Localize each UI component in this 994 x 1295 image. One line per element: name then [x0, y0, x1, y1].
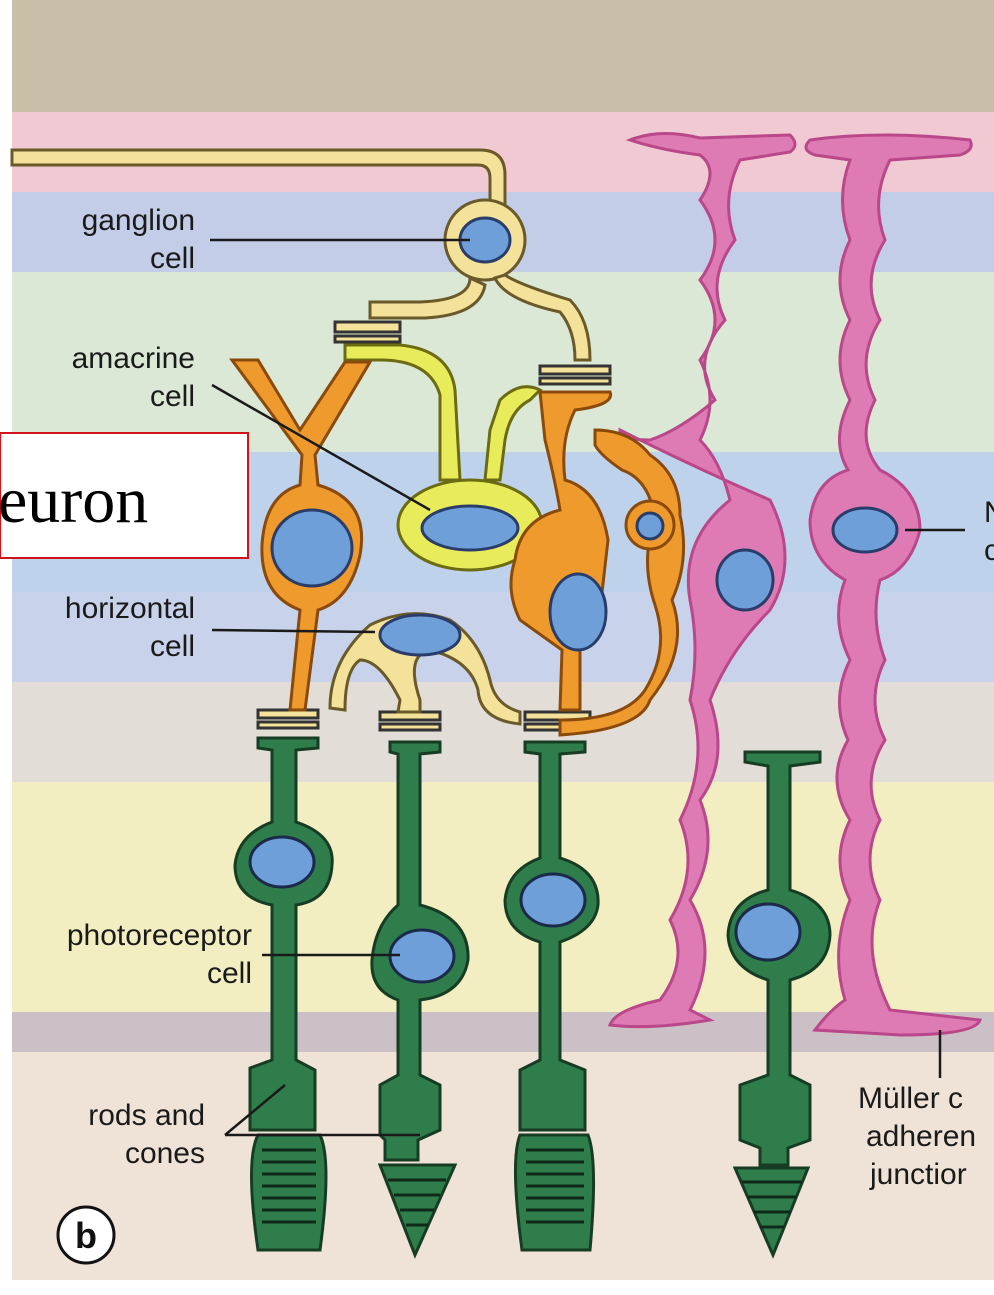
- label-muller-line2: adheren: [866, 1120, 976, 1153]
- label-amacrine-line2: cell: [150, 380, 195, 413]
- label-muller-line3: junctior: [869, 1158, 967, 1191]
- label-horizontal-line2: cell: [150, 630, 195, 663]
- label-muller-partial-line1: N: [984, 496, 994, 529]
- label-rods-cones-line2: cones: [125, 1137, 205, 1170]
- label-rods-cones-line1: rods and: [88, 1099, 205, 1132]
- label-photoreceptor-line2: cell: [207, 957, 252, 990]
- muller-nucleus-right: [833, 508, 897, 552]
- muller-nucleus-left: [717, 550, 773, 610]
- label-photoreceptor-line1: photoreceptor: [67, 919, 252, 952]
- overlay-callout: euron: [0, 433, 248, 558]
- label-horizontal-line1: horizontal: [65, 592, 195, 625]
- label-amacrine-line1: amacrine: [72, 342, 195, 375]
- amacrine-nucleus: [422, 506, 518, 550]
- overlay-callout-text: euron: [0, 464, 148, 537]
- label-ganglion-line1: ganglion: [82, 204, 195, 237]
- label-muller-partial-line2: c: [984, 534, 994, 567]
- panel-label: b: [75, 1215, 97, 1256]
- label-muller-line1: Müller c: [858, 1082, 963, 1115]
- label-ganglion-line2: cell: [150, 242, 195, 275]
